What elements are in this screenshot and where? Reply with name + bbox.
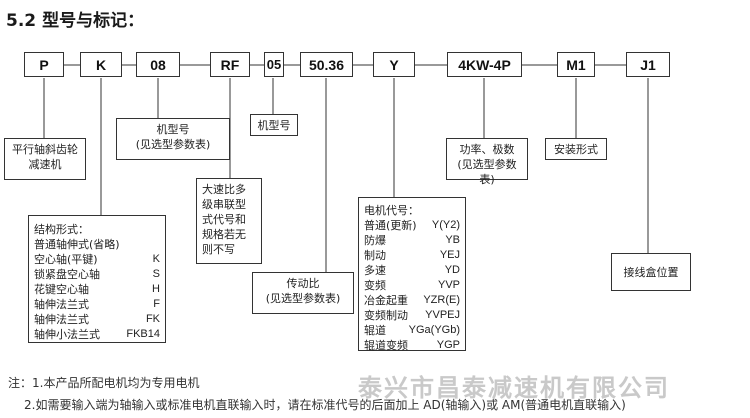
desc-terminal-box: 接线盒位置 xyxy=(611,253,691,291)
notes: 注：1.本产品所配电机均为专用电机 2.如需要输入端为轴输入或标准电机直联输入时… xyxy=(8,372,626,416)
motor-title: 电机代号： xyxy=(364,204,419,217)
desc-product-type: 平行轴斜齿轮 减速机 xyxy=(4,138,86,180)
code-box-m1: M1 xyxy=(557,52,595,77)
code-box-power: 4KW-4P xyxy=(447,52,522,77)
motor-row: 普通(更新)Y(Y2) xyxy=(364,219,460,232)
note-1: 注：1.本产品所配电机均为专用电机 xyxy=(8,376,200,390)
desc-line: (见选型参数表) xyxy=(457,158,517,186)
desc-line: 安装形式 xyxy=(554,143,598,156)
desc-line: 式代号和 xyxy=(202,213,246,226)
desc-line: 规格若无 xyxy=(202,228,246,241)
note-2: 2.如需要输入端为轴输入或标准电机直联输入时，请在标准代号的后面加上 AD(轴输… xyxy=(24,398,626,412)
code-box-08: 08 xyxy=(136,52,180,77)
desc-ratio: 传动比 (见选型参数表) xyxy=(252,272,354,314)
desc-line: 机型号 xyxy=(257,119,291,132)
code-box-p: P xyxy=(24,52,64,77)
desc-line: 传动比 xyxy=(286,277,320,290)
desc-line: 接线盒位置 xyxy=(623,266,679,279)
section-heading: 型号与标记： xyxy=(42,11,145,31)
watermark: 泰兴市昌泰减速机有限公司 xyxy=(358,374,670,402)
desc-multistage: 大速比多 级串联型 式代号和 规格若无 则不写 xyxy=(196,178,262,264)
code-box-k: K xyxy=(80,52,122,77)
desc-power-poles: 功率、极数 (见选型参数表) xyxy=(446,138,528,186)
code-box-y: Y xyxy=(373,52,415,77)
desc-line: 则不写 xyxy=(202,243,235,256)
desc-line: 级串联型 xyxy=(202,198,246,211)
structure-row: 普通轴伸式(省略) xyxy=(34,238,120,251)
code-box-j1: J1 xyxy=(626,52,670,77)
desc-line: 机型号 xyxy=(156,123,190,136)
structure-title: 结构形式： xyxy=(34,223,89,236)
code-box-rf: RF xyxy=(210,52,250,77)
desc-mounting: 安装形式 xyxy=(545,138,607,160)
desc-line: 减速机 xyxy=(28,158,62,171)
desc-line: 平行轴斜齿轮 xyxy=(12,143,78,156)
desc-line: (见选型参数表) xyxy=(135,138,211,151)
code-box-05: 05 xyxy=(264,52,284,77)
desc-line: 大速比多 xyxy=(202,183,246,196)
desc-frame-size-2: 机型号 xyxy=(250,114,298,136)
section-number: 5.2 xyxy=(6,11,37,31)
desc-line: 功率、极数 xyxy=(459,143,515,156)
code-box-ratio: 50.36 xyxy=(300,52,353,77)
desc-line: (见选型参数表) xyxy=(265,292,341,305)
desc-frame-size: 机型号 (见选型参数表) xyxy=(116,118,230,160)
structure-row: 空心轴(平键)K xyxy=(34,253,160,266)
